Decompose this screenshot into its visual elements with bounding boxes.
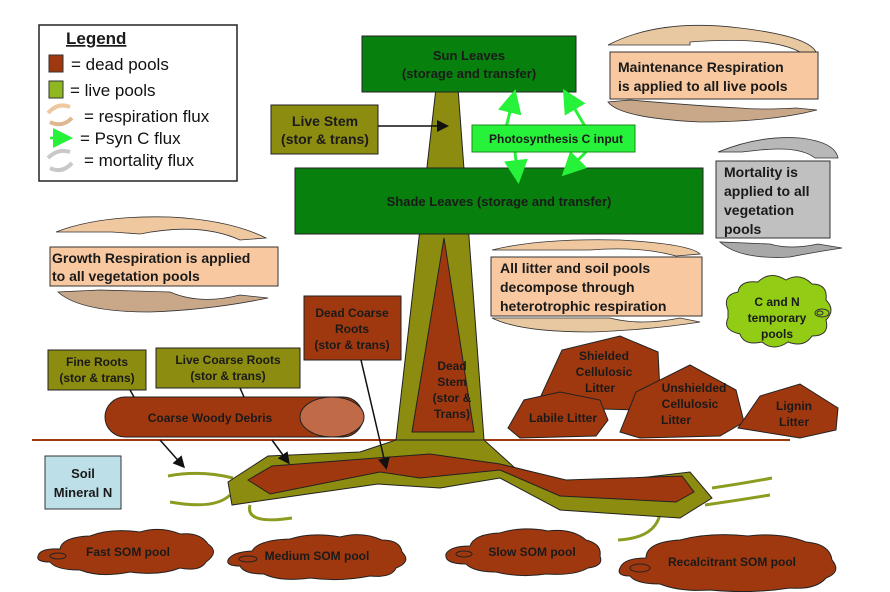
dead-stem-core <box>411 237 475 433</box>
sun-leaves-title: Sun Leaves <box>433 48 505 63</box>
legend-item-respiration: = respiration flux <box>84 107 210 126</box>
fine-roots-arrow <box>159 439 185 469</box>
unshielded-line3: Litter <box>661 413 691 427</box>
fine-roots-line1: Fine Roots <box>66 355 128 369</box>
fast-som-pool: Fast SOM pool <box>37 528 214 576</box>
live-pool-swatch <box>48 80 64 99</box>
fine-roots-connector <box>129 389 135 398</box>
live-coarse-root-shape <box>227 439 713 519</box>
live-coarse-roots-line2: (stor & trans) <box>190 369 265 383</box>
sun-leaves-subtitle: (storage and transfer) <box>402 66 536 81</box>
slow-som-pool: Slow SOM pool <box>445 528 602 577</box>
mortality-line1: Mortality is <box>724 164 798 180</box>
dead-stem-line3: (stor & <box>433 391 472 405</box>
dead-stem-line2: Stem <box>437 375 466 389</box>
live-coarse-roots-arrow <box>271 439 290 465</box>
medium-som-label: Medium SOM pool <box>265 549 370 563</box>
dead-coarse-roots-line2: Roots <box>335 322 369 336</box>
maintenance-respiration-line2: is applied to all live pools <box>618 78 788 94</box>
growth-respiration-line2: to all vegetation pools <box>52 268 200 284</box>
mortality-box <box>715 160 831 239</box>
legend-item-live: = live pools <box>70 81 156 100</box>
root-system <box>167 439 773 542</box>
heterotrophic-respiration-box <box>490 256 703 317</box>
recalcitrant-som-pool: Recalcitrant SOM pool <box>618 534 837 592</box>
dead-coarse-roots-line1: Dead Coarse <box>315 306 389 320</box>
legend-item-dead: = dead pools <box>71 55 169 74</box>
legend-title: Legend <box>66 29 126 48</box>
live-stem-subtitle: (stor & trans) <box>281 131 369 147</box>
growth-respiration-line1: Growth Respiration is applied <box>52 250 250 266</box>
shielded-line1: Shielded <box>579 349 629 363</box>
soil-mineral-n-box <box>44 455 122 510</box>
lignin-litter <box>737 383 839 439</box>
som-pools: Fast SOM pool Medium SOM pool Slow SOM p… <box>37 528 837 592</box>
slow-som-label: Slow SOM pool <box>488 545 575 559</box>
heterotrophic-line3: heterotrophic respiration <box>500 298 666 314</box>
recalcitrant-som-label: Recalcitrant SOM pool <box>668 555 796 569</box>
growth-respiration-flux: Growth Respiration is applied to all veg… <box>49 216 279 313</box>
dead-coarse-root-shape <box>247 453 695 503</box>
mortality-flux: Mortality is applied to all vegetation p… <box>715 137 843 258</box>
coarse-woody-debris: Coarse Woody Debris <box>104 396 365 438</box>
medium-som-pool: Medium SOM pool <box>227 534 407 581</box>
legend: Legend = dead pools = live pools = respi… <box>38 24 238 182</box>
maintenance-respiration-flux: Maintenance Respiration is applied to al… <box>607 24 819 123</box>
sun-leaves-box <box>361 35 577 93</box>
maintenance-respiration-line1: Maintenance Respiration <box>618 59 784 75</box>
live-stem-title: Live Stem <box>292 113 358 129</box>
dead-pool-swatch <box>48 54 64 73</box>
temporary-pools-cloud: C and N temporary pools <box>725 275 832 348</box>
litter-pools: Shielded Cellulosic Litter Labile Litter… <box>507 335 839 439</box>
dead-coarse-roots-box <box>303 295 402 361</box>
shielded-line3: Litter <box>585 381 615 395</box>
labile-litter-label: Labile Litter <box>529 411 597 425</box>
live-coarse-roots-line1: Live Coarse Roots <box>175 353 281 367</box>
lignin-line2: Litter <box>779 415 809 429</box>
labile-litter <box>507 391 609 439</box>
maintenance-respiration-box <box>609 51 819 100</box>
live-coarse-roots-connector <box>239 387 245 398</box>
heterotrophic-respiration-flux: All litter and soil pools decompose thro… <box>490 239 703 333</box>
dead-coarse-roots-arrow <box>360 359 390 470</box>
mortality-line3: vegetation <box>724 202 794 218</box>
shielded-line2: Cellulosic <box>576 365 633 379</box>
live-stem-box <box>270 104 379 155</box>
legend-item-psyn: = Psyn C flux <box>80 129 181 148</box>
heterotrophic-line1: All litter and soil pools <box>500 260 650 276</box>
dead-stem-line4: Trans) <box>434 407 470 421</box>
live-coarse-roots-box <box>155 347 301 389</box>
heterotrophic-line2: decompose through <box>500 279 635 295</box>
mortality-line2: applied to all <box>724 183 810 199</box>
lignin-line1: Lignin <box>776 399 812 413</box>
growth-respiration-box <box>49 246 279 287</box>
photosynthesis-label: Photosynthesis C input <box>489 132 623 146</box>
soil-mineral-n-line1: Soil <box>71 466 95 481</box>
photosynthesis-arrows <box>498 88 588 184</box>
mortality-line4: pools <box>724 221 762 237</box>
photosynthesis-box <box>471 124 636 153</box>
temp-pools-line2: temporary <box>748 311 807 325</box>
fine-roots-box <box>47 349 147 391</box>
respiration-flux-icon <box>46 103 74 127</box>
unshielded-line2: Cellulosic <box>662 397 719 411</box>
unshielded-line1: Unshielded <box>662 381 727 395</box>
legend-item-mortality: = mortality flux <box>84 151 195 170</box>
shade-leaves-label: Shade Leaves (storage and transfer) <box>387 194 612 209</box>
unshielded-cellulosic-litter <box>619 364 745 439</box>
coarse-woody-debris-label: Coarse Woody Debris <box>148 411 273 425</box>
dead-coarse-roots-line3: (stor & trans) <box>314 338 389 352</box>
fast-som-label: Fast SOM pool <box>86 545 170 559</box>
legend-box <box>38 24 238 182</box>
shade-leaves-box <box>294 167 704 235</box>
soil-mineral-n-line2: Mineral N <box>54 485 113 500</box>
dead-stem-line1: Dead <box>437 359 466 373</box>
temp-pools-line3: pools <box>761 327 793 341</box>
mortality-flux-icon <box>46 148 74 173</box>
fine-roots-line2: (stor & trans) <box>59 371 134 385</box>
temp-pools-line1: C and N <box>754 295 799 309</box>
